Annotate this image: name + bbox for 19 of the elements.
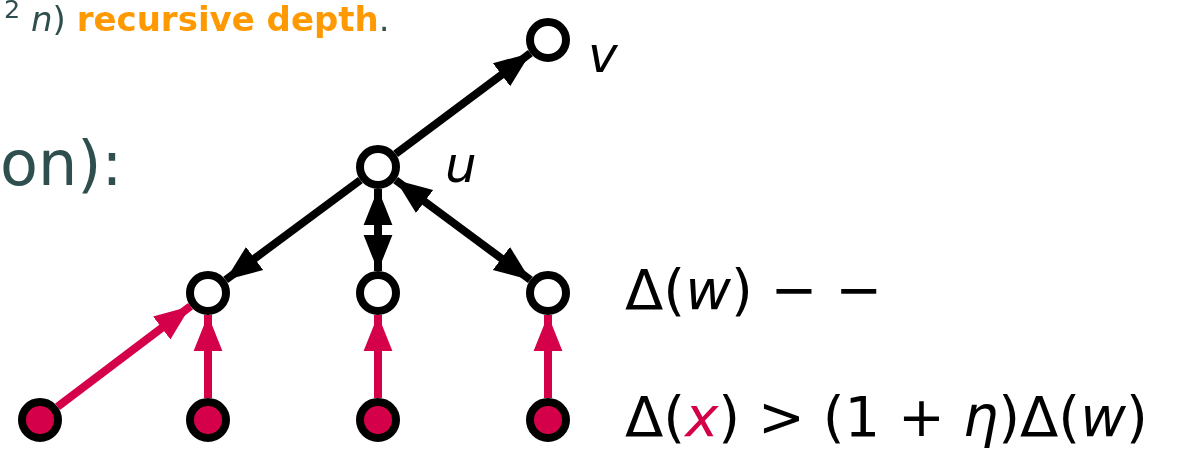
vertex bbox=[526, 271, 570, 315]
text-fragment: on): bbox=[0, 126, 123, 202]
arrow bbox=[363, 189, 393, 271]
formula: Δ(x) > (1 + η)Δ(w) bbox=[625, 383, 1148, 451]
vertex bbox=[186, 271, 230, 315]
arrow bbox=[363, 315, 393, 398]
filled-vertex bbox=[18, 398, 62, 442]
vertex bbox=[356, 145, 400, 189]
vertex-label: u bbox=[445, 140, 477, 190]
filled-vertex bbox=[186, 398, 230, 442]
arrow bbox=[533, 315, 563, 398]
text-fragment: $^{2}$ n) recursive depth. bbox=[4, 0, 390, 41]
formula: Δ(w) − − bbox=[625, 256, 883, 324]
arrow bbox=[193, 315, 223, 398]
vertex-label: v bbox=[588, 30, 618, 80]
filled-vertex bbox=[356, 398, 400, 442]
vertex bbox=[356, 271, 400, 315]
filled-vertex bbox=[526, 398, 570, 442]
vertex bbox=[526, 18, 570, 62]
